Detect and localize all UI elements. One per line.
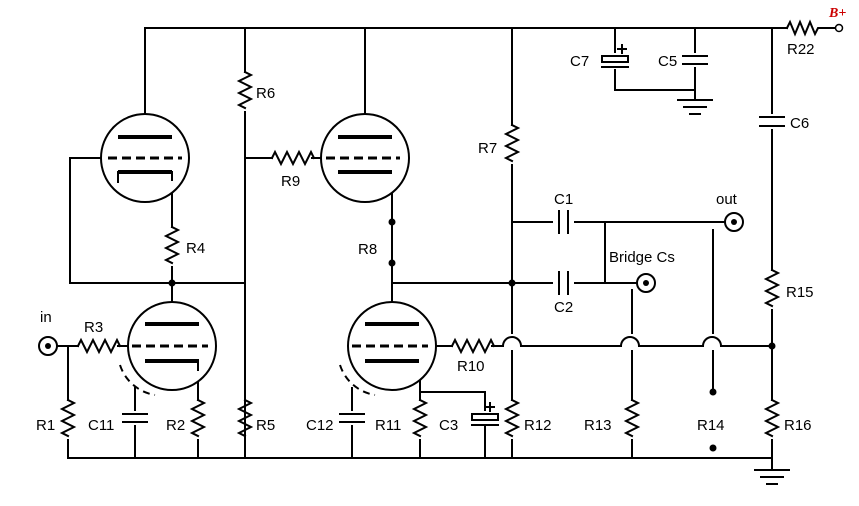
resistor-R4 [163,225,181,265]
label-R22: R22 [787,41,815,58]
labels: in out Bridge Cs B+ R1 C11 R2 R5 C12 R11… [36,6,846,434]
capacitor-C6 [759,116,785,127]
tube-v1-upper [100,113,190,203]
label-C11: C11 [88,417,114,434]
junction-dots [168,218,776,452]
tube-v2-upper [320,113,410,203]
label-R15: R15 [786,284,814,301]
label-R1: R1 [36,417,55,434]
jacks [38,23,844,356]
label-R5: R5 [256,417,275,434]
label-C1: C1 [554,191,573,208]
label-out: out [716,191,738,208]
tube-v2-lower [339,301,437,396]
label-R11: R11 [375,417,401,434]
resistor-R12 [503,398,521,438]
label-C7: C7 [570,53,589,70]
resistor-R16 [763,398,781,438]
output-jack [724,212,744,232]
label-C6: C6 [790,115,809,132]
label-R12: R12 [524,417,552,434]
resistor-R9 [270,149,316,167]
bplus-terminal [834,23,844,33]
resistor-R6 [236,70,254,110]
label-in: in [40,309,52,326]
capacitor-C1 [558,210,569,234]
capacitor-C7 [601,44,629,68]
capacitor-C5 [682,55,708,65]
label-R3: R3 [84,319,103,336]
label-bridge-cs: Bridge Cs [609,249,675,266]
wire-crossovers [501,336,723,348]
capacitors [122,44,785,426]
resistor-R10 [450,337,496,355]
label-R10: R10 [457,358,485,375]
label-R8: R8 [358,241,377,258]
resistor-R2 [189,398,207,438]
resistor-R1 [59,398,77,438]
resistor-R15 [763,268,781,308]
label-R2: R2 [166,417,185,434]
resistor-R7 [503,123,521,163]
label-C5: C5 [658,53,677,70]
tube-v1-lower [119,301,217,396]
label-R6: R6 [256,85,275,102]
label-C12: C12 [306,417,334,434]
label-C3: C3 [439,417,458,434]
capacitor-C2 [558,271,569,295]
capacitor-C3 [471,402,499,426]
resistor-R11 [411,398,429,438]
label-bplus: B+ [828,6,846,21]
label-R14: R14 [697,417,725,434]
capacitor-C11 [122,413,148,423]
input-jack [38,336,58,356]
resistors [59,19,837,438]
capacitor-C12 [339,413,365,423]
label-R7: R7 [478,140,497,157]
label-R9: R9 [281,173,300,190]
resistor-R13 [623,398,641,438]
label-C2: C2 [554,299,573,316]
resistor-R22 [785,19,837,37]
resistor-R3 [76,337,122,355]
label-R4: R4 [186,240,205,257]
label-R13: R13 [584,417,612,434]
label-R16: R16 [784,417,812,434]
resistor-R5 [236,398,254,438]
bridge-jack [636,273,656,293]
